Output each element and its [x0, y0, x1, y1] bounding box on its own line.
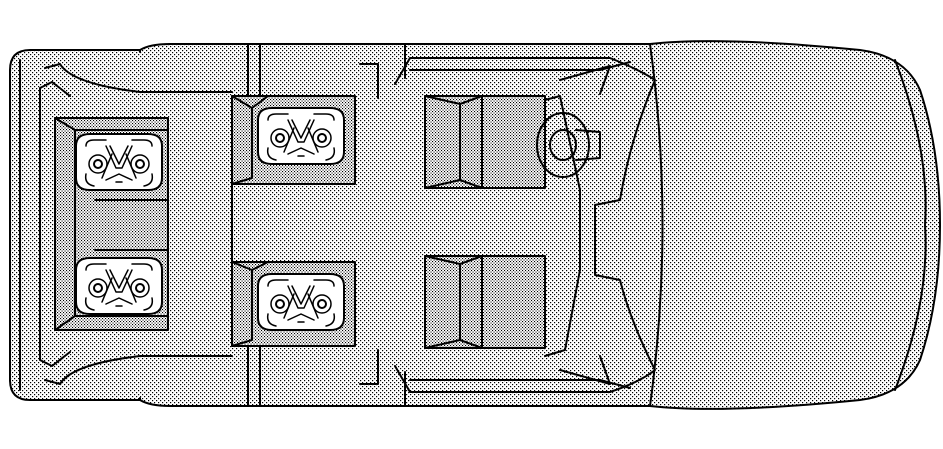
passenger-seat [424, 255, 546, 349]
steering-wheel-icon [536, 112, 601, 178]
rear-interior-trim [39, 63, 379, 385]
driver-seat [424, 95, 546, 189]
third-row-child-seat-right [75, 257, 163, 315]
second-row-child-seat-left [257, 107, 345, 165]
second-row-child-seat-right [257, 273, 345, 331]
third-row-child-seat-left [75, 133, 163, 191]
front-console-and-dash [394, 57, 656, 393]
